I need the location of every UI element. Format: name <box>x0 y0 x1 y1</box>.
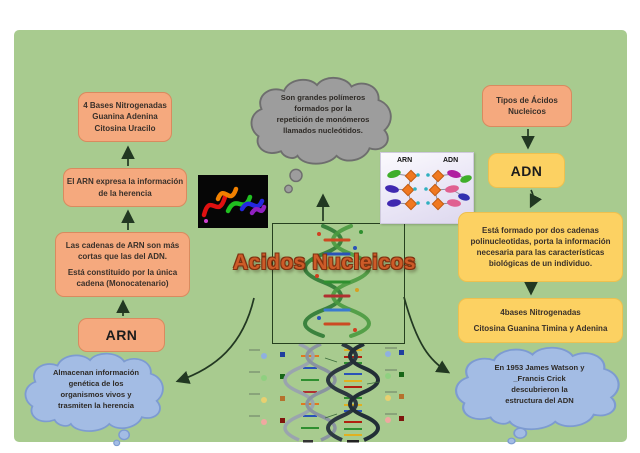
cloud-almacenan-text: Almacenan información genética de los or… <box>52 368 140 411</box>
adn-bases-p1: 4bases Nitrogenadas <box>500 308 581 318</box>
rainbow-ribbon-art <box>198 175 268 228</box>
cloud-almacenan: Almacenan información genética de los or… <box>22 352 170 447</box>
tipos-title: Tipos de Ácidos Nucleicos <box>496 95 558 116</box>
page-title: Acidos Nucleicos <box>232 251 417 274</box>
blue-cloud-shape-right <box>455 346 620 445</box>
helix-diagram-art <box>249 342 404 443</box>
box-arn-cadenas: Las cadenas de ARN son más cortas que la… <box>55 232 190 297</box>
center-dna-frame <box>272 223 405 344</box>
arn-label: ARN <box>105 327 138 343</box>
compare-arn-label: ARN <box>397 157 413 164</box>
box-adn-formado: Está formado por dos cadenas polinucleot… <box>458 212 623 282</box>
dna-model-art <box>303 224 371 338</box>
rna-ribbon-image <box>198 175 268 228</box>
right-legend <box>385 347 404 423</box>
blue-cloud-shape-left <box>24 352 164 447</box>
arn-expresa-body: El ARN expresa la información de la here… <box>66 177 184 198</box>
box-adn: ADN <box>488 153 565 188</box>
helix-diagram-image <box>247 342 407 444</box>
cloud-watson-crick: En 1953 James Watson y _Francis Crick de… <box>452 346 627 446</box>
cloud-polimeros-text: Son grandes polímeros formados por la re… <box>276 92 370 135</box>
nucleotide-chains-art <box>385 169 472 211</box>
arn-bases-body: Guanina Adenina Citosina Uracilo <box>92 112 158 133</box>
box-arn: ARN <box>78 318 165 352</box>
adn-formado-body: Está formado por dos cadenas polinucleot… <box>470 225 611 269</box>
box-arn-expresa: El ARN expresa la información de la here… <box>63 168 187 207</box>
box-tipos: Tipos de Ácidos Nucleicos <box>482 85 572 127</box>
adn-bases-p2: Citosina Guanina Timina y Adenina <box>473 323 608 333</box>
cloud-watson-crick-text: En 1953 James Watson y _Francis Crick de… <box>494 363 585 405</box>
arn-cadenas-p1: Las cadenas de ARN son más cortas que la… <box>65 241 180 262</box>
adn-label: ADN <box>510 162 543 179</box>
cloud-polimeros: Son grandes polímeros formados por la re… <box>248 76 398 198</box>
arn-bases-title: 4 Bases Nitrogenadas <box>83 101 167 111</box>
box-arn-bases: 4 Bases Nitrogenadas Guanina Adenina Cit… <box>78 92 172 142</box>
compare-adn-label: ADN <box>443 157 459 164</box>
arn-adn-compare-image: ARN ADN <box>380 152 474 224</box>
arn-cadenas-p2: Está constituido por la única cadena (Mo… <box>67 267 178 288</box>
left-legend <box>249 349 285 425</box>
box-adn-bases: 4bases Nitrogenadas Citosina Guanina Tim… <box>458 298 623 343</box>
gray-cloud-shape <box>250 76 392 194</box>
